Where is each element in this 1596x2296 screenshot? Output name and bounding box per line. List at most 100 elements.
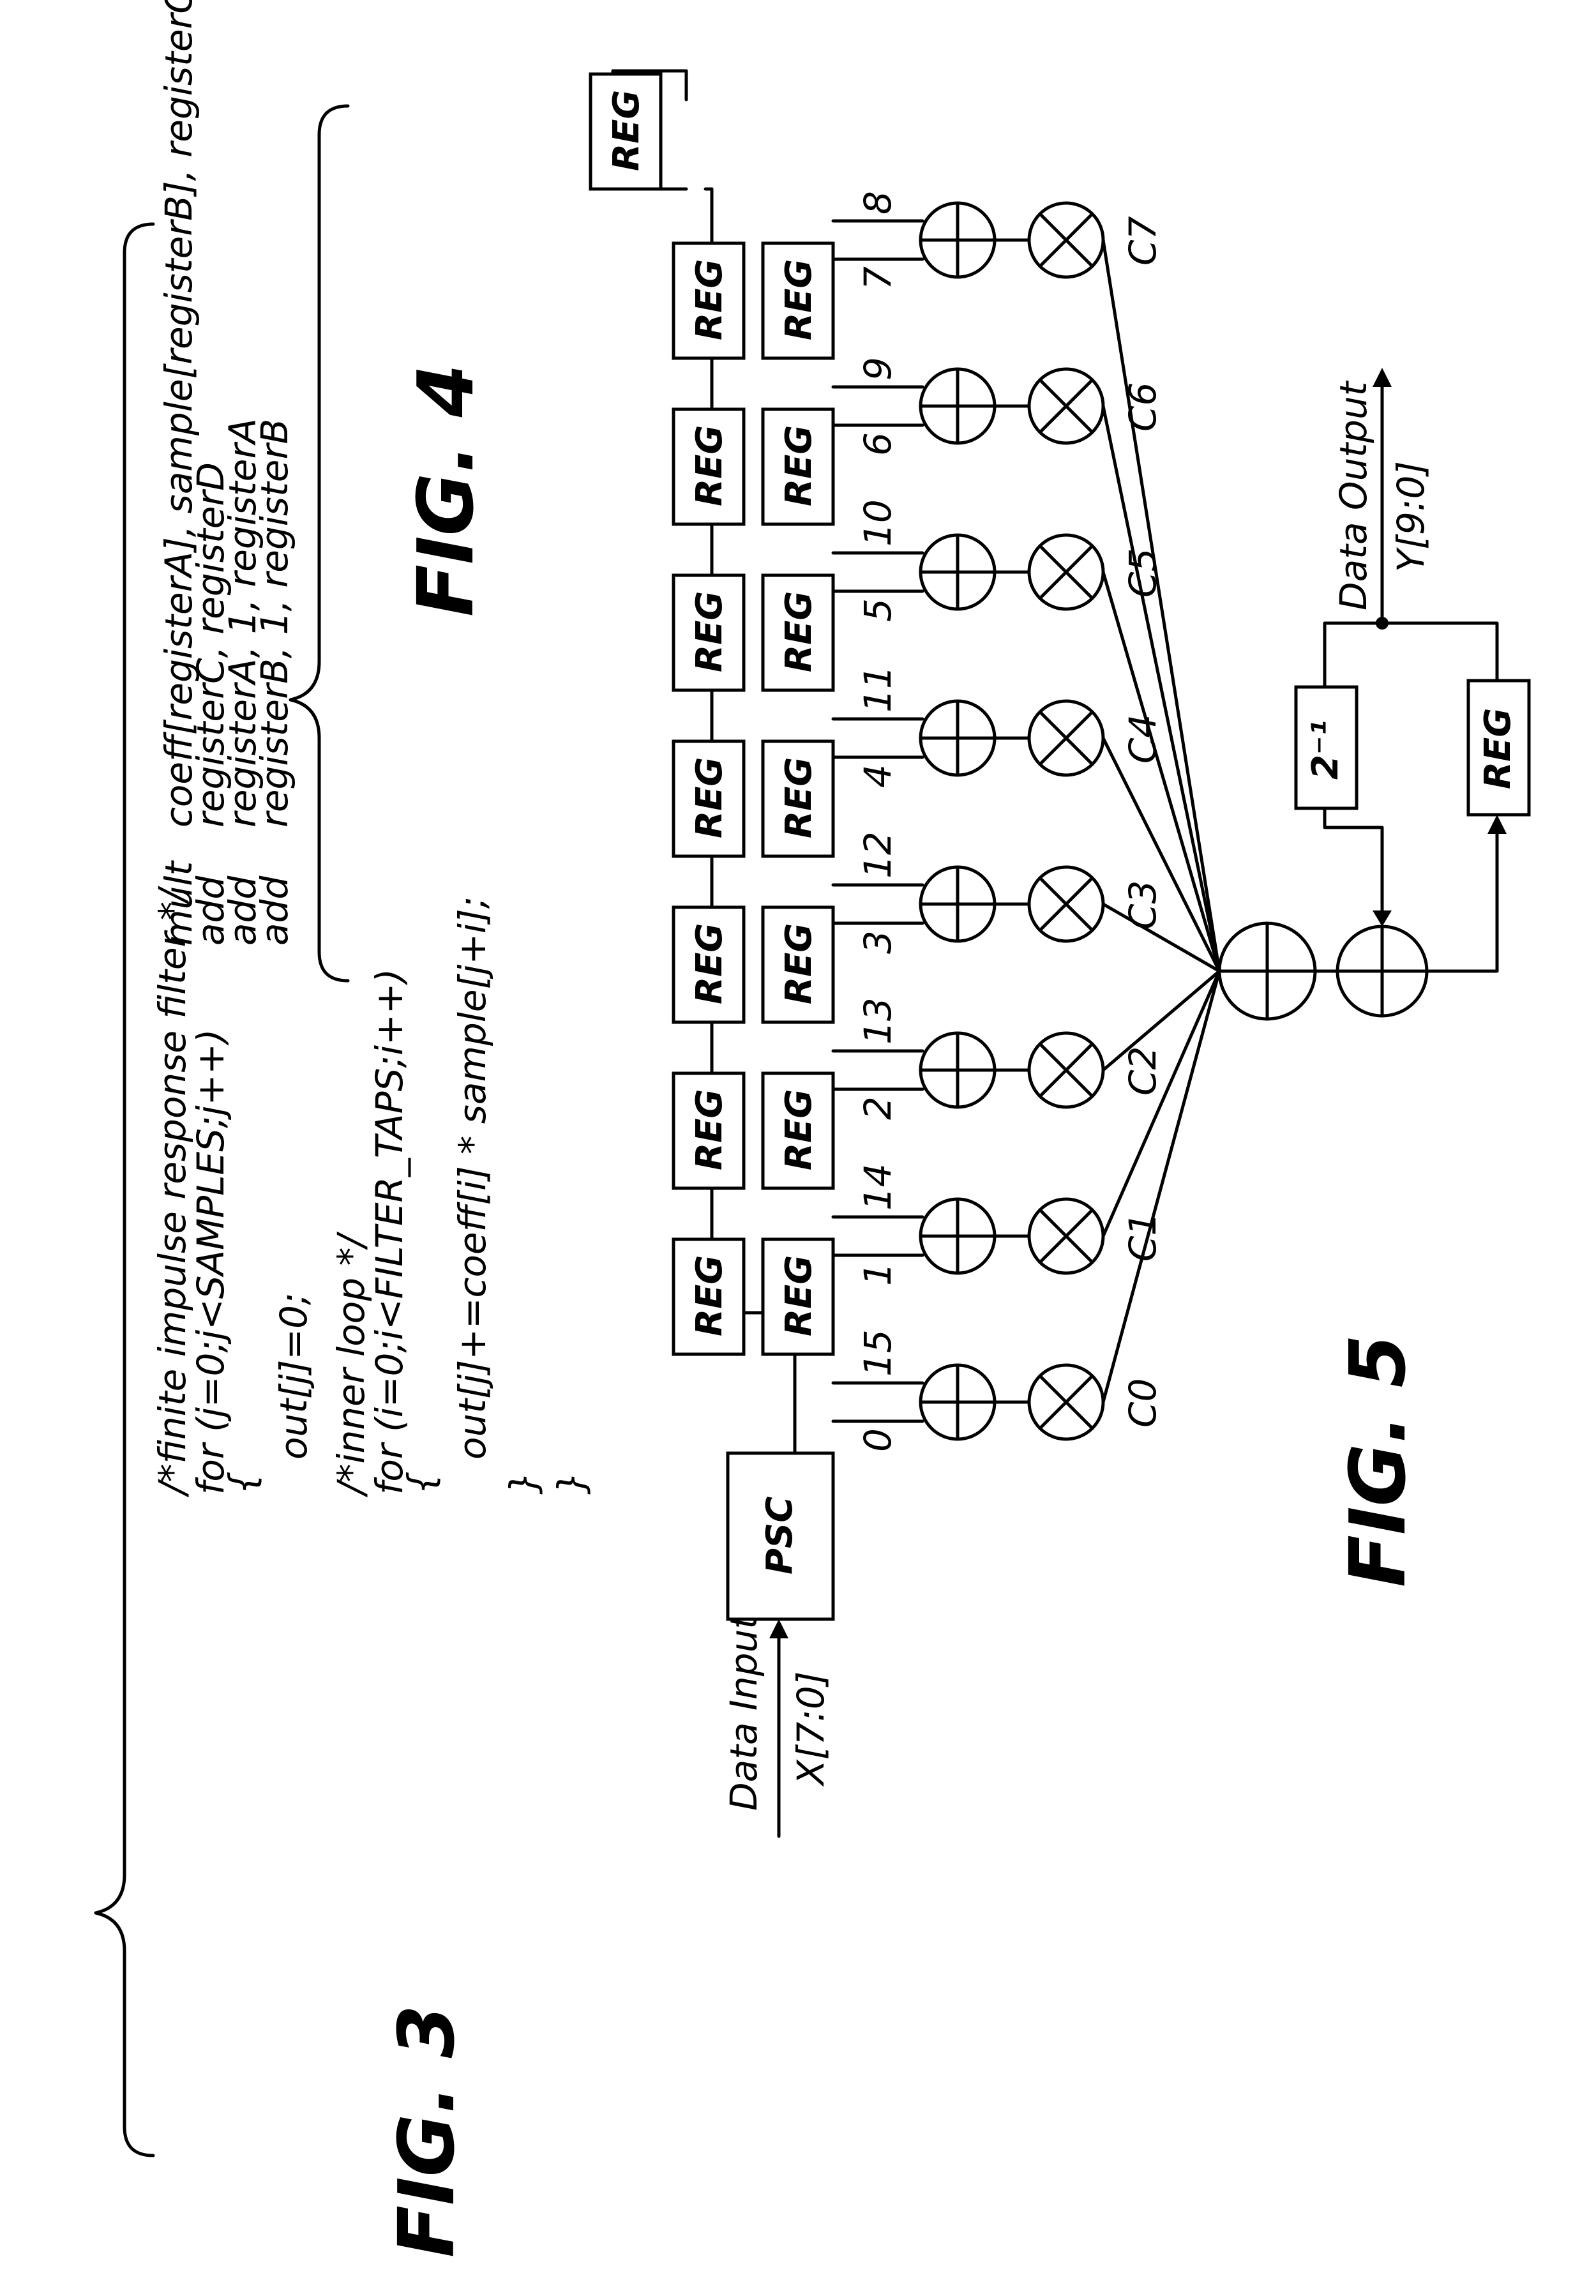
tap-multiplier-cross (1038, 1208, 1094, 1264)
reg-block-lower (761, 241, 835, 360)
fig5-label: FIG. 5 (1334, 1334, 1423, 1587)
tap-multiplier-cross (1038, 1042, 1094, 1098)
tap-to-summer (1101, 404, 1221, 973)
reg-label: REG (606, 90, 647, 171)
reg-label: REG (689, 425, 730, 506)
fig4-instructions: mult add add add coeff[registerA], sampl… (157, 0, 296, 946)
tap-index-lower: 4 (856, 764, 900, 788)
data-input-arrowhead (769, 1619, 788, 1638)
reg-label: REG (778, 1089, 820, 1170)
fig3-code-line: for (j=0;j<SAMPLES;j++) (189, 1029, 232, 1495)
data-input-label: Data Input (722, 1613, 765, 1811)
fig3-code-line: for (i=0;i<FILTER_TAPS;i++) (368, 969, 411, 1495)
fig3-code-line: } (550, 1471, 593, 1495)
tap-index-upper: 10 (856, 499, 900, 547)
tap-index-upper: 8 (856, 191, 900, 215)
data-output-bus: Y[9:0] (1389, 461, 1433, 572)
fig4-operand: registerA, 1, registerA (221, 418, 264, 827)
tap-index-upper: 13 (856, 997, 900, 1045)
reg-label: REG (778, 757, 820, 838)
psc-block (726, 1451, 835, 1621)
fig3-code-line: { (221, 1471, 264, 1495)
tap-multiplier-cross (1038, 1374, 1094, 1430)
coefficient-label: C3 (1121, 880, 1164, 930)
reg-block-upper (672, 1237, 746, 1356)
tap-index-upper: 15 (856, 1329, 900, 1377)
output-line (1380, 621, 1499, 683)
tap-adder-cross (919, 1197, 997, 1275)
tap-index-lower: 0 (856, 1428, 900, 1452)
reg-block-upper (672, 573, 746, 692)
tap-input-lines (831, 385, 924, 427)
tap-input-lines (831, 1215, 924, 1257)
psc-label: PSC (759, 1497, 801, 1575)
tap-to-summer (1101, 969, 1221, 1072)
arrowhead (1373, 910, 1392, 926)
fig4-op: add (189, 875, 232, 946)
reg-block-lower (761, 407, 835, 526)
tap-index-lower: 3 (856, 930, 900, 954)
tap-adder-cross (919, 865, 997, 943)
fig4-operand: registerC, registerD (189, 462, 232, 827)
reg-label: REG (689, 259, 730, 340)
reg-label: REG (778, 425, 820, 506)
tap-to-summer (1101, 969, 1221, 1404)
tap-to-summer (1101, 969, 1221, 1238)
tap-input-lines (831, 551, 924, 593)
arrowhead (1487, 815, 1507, 834)
fig3-brace-curve (94, 222, 155, 2157)
tap-index-upper: 9 (856, 357, 900, 381)
tap-multiplier-cross (1038, 212, 1094, 268)
reg-block-lower (761, 1071, 835, 1190)
reg-block-lower (761, 739, 835, 858)
reg-block-upper (672, 739, 746, 858)
fig4-op: add (253, 875, 296, 946)
tap-multiplier-cross (1038, 544, 1094, 600)
fig3-code-line: /*finite impulse response filter */ (151, 886, 194, 1498)
reg-block-lower (761, 1237, 835, 1356)
reg-label: REG (778, 591, 820, 672)
fig3-code-line: { (400, 1471, 443, 1495)
reg-label: REG (778, 259, 820, 340)
fig3-code-line: out[j]=0; (272, 1293, 315, 1460)
accumulator-summer-cross (1336, 925, 1429, 1018)
reg-label: REG (689, 923, 730, 1004)
tap-input-lines (831, 1049, 924, 1091)
reg-label: REG (778, 1255, 820, 1336)
shift-label: 2⁻¹ (1305, 720, 1346, 780)
accumulator-to-reg (1425, 826, 1499, 973)
fig4-label: FIG. 4 (402, 364, 491, 617)
tap-index-lower: 7 (856, 266, 900, 290)
coefficient-label: C7 (1121, 216, 1164, 266)
tap-index-upper: 14 (856, 1163, 900, 1211)
reg-block-lower (761, 573, 835, 692)
tap-input-lines (831, 717, 924, 759)
reg-label: REG (689, 591, 730, 672)
reg-block-upper (672, 905, 746, 1024)
tap-multiplier-cross (1038, 876, 1094, 932)
feedback-line (1323, 621, 1384, 689)
tap-input-lines (831, 1381, 924, 1423)
reg-block-upper (672, 1071, 746, 1190)
reg-block-upper (672, 241, 746, 360)
tap-adder-cross (919, 699, 997, 777)
fig3-code-line: } (502, 1471, 545, 1495)
tap-multiplier-cross (1038, 378, 1094, 434)
reg-block-feedback (589, 72, 663, 191)
tap-adder-cross (919, 367, 997, 445)
fig3-code-line: out[j]+=coeff[i] * sample[j+i]; (451, 896, 494, 1460)
reg-block-lower (761, 905, 835, 1024)
tap-index-lower: 1 (856, 1262, 900, 1286)
tap-index-lower: 5 (856, 598, 900, 622)
reg-label: REG (778, 923, 820, 1004)
output-arrowhead (1373, 368, 1392, 387)
coefficient-label: C2 (1121, 1046, 1164, 1096)
tap-index-lower: 2 (856, 1096, 900, 1120)
rotated-sheet-content: FIG. 3 /*finite impulse response filter … (94, 0, 1531, 2258)
tap-to-summer (1101, 238, 1221, 973)
output-reg-label: REG (1477, 708, 1519, 789)
